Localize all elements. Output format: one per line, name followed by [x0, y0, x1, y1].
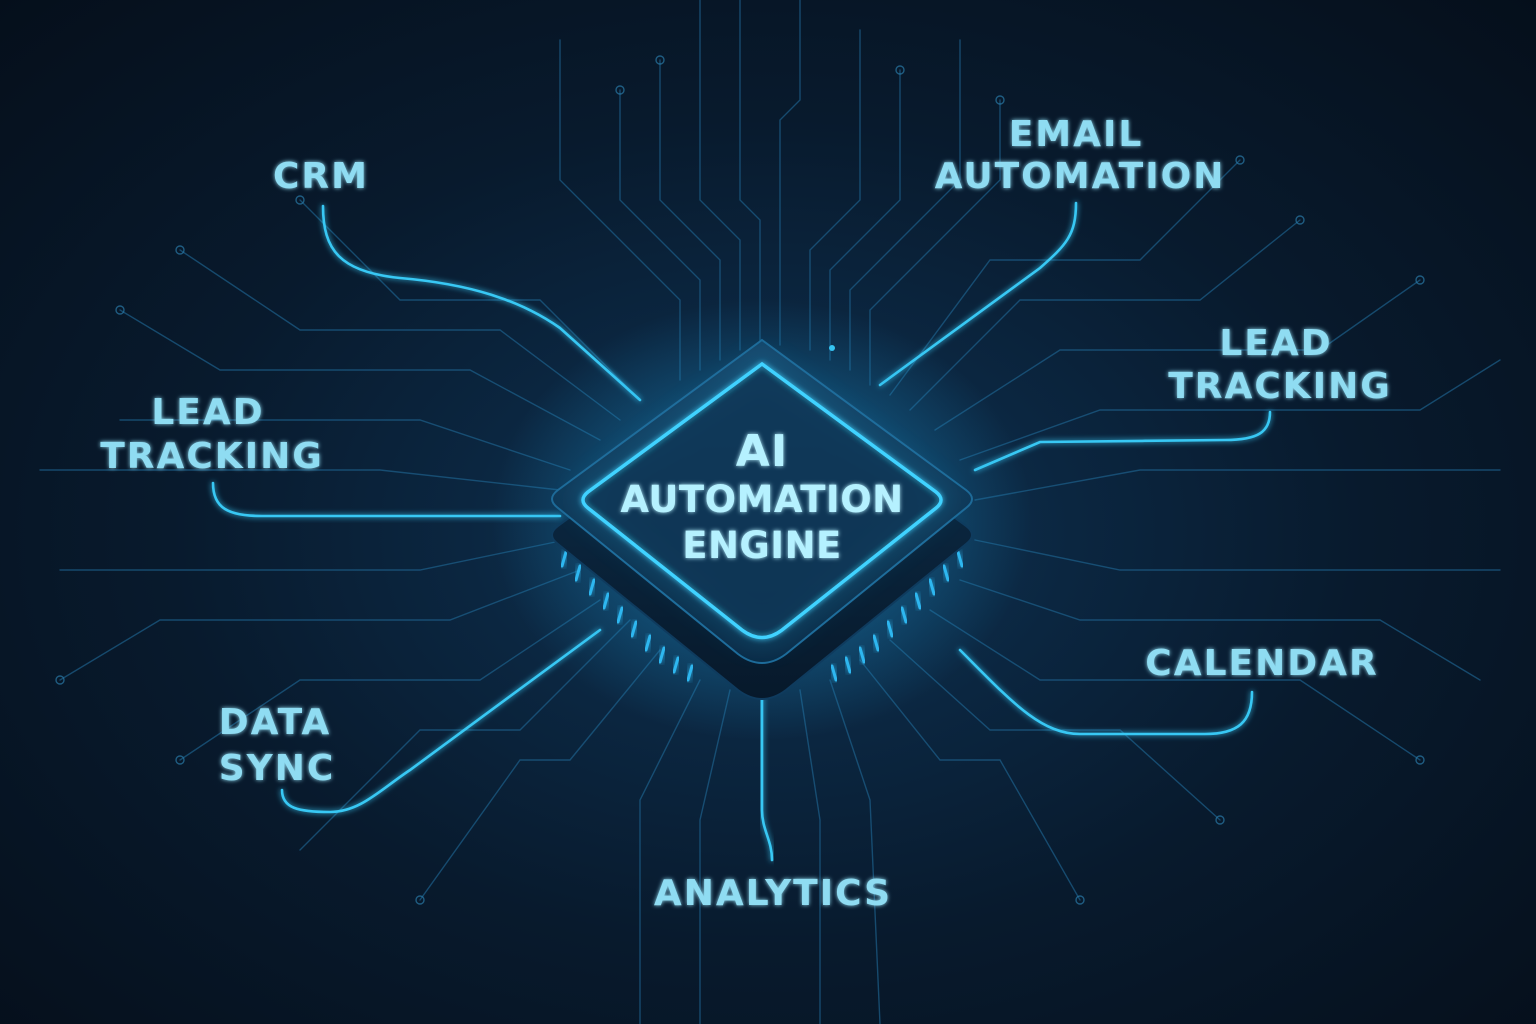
core-label: AI AUTOMATION ENGINE	[620, 426, 903, 567]
label-lead-tracking-right-line-2: TRACKING	[1168, 366, 1392, 407]
core-line-2: ENGINE	[682, 524, 842, 567]
core-line-1: AUTOMATION	[620, 478, 903, 521]
connector-lead-tracking-right	[973, 410, 1272, 472]
label-data-sync-line-1: DATA	[219, 702, 332, 743]
core-title: AI	[736, 426, 788, 477]
label-email-line-1: EMAIL	[1009, 114, 1144, 155]
label-analytics: ANALYTICS	[654, 873, 892, 914]
node-labels: CRM EMAIL AUTOMATION LEAD TRACKING LEAD …	[100, 114, 1392, 914]
connector-analytics	[760, 688, 774, 862]
processor-chip-icon	[492, 300, 1032, 740]
connector-crm	[321, 204, 642, 402]
chip-pins	[560, 550, 964, 682]
label-lead-tracking-right-line-1: LEAD	[1219, 323, 1332, 364]
connector-data-sync	[280, 628, 602, 814]
label-lead-tracking-left-line-2: TRACKING	[100, 436, 324, 477]
connectors	[211, 201, 1272, 862]
label-lead-tracking-left-line-1: LEAD	[151, 392, 264, 433]
label-crm: CRM	[273, 156, 369, 197]
connector-calendar	[958, 648, 1254, 736]
label-calendar: CALENDAR	[1145, 643, 1378, 684]
label-data-sync-line-2: SYNC	[219, 748, 336, 789]
connector-email-automation	[878, 201, 1078, 387]
label-email-line-2: AUTOMATION	[935, 156, 1226, 197]
connector-lead-tracking-left	[211, 481, 562, 518]
